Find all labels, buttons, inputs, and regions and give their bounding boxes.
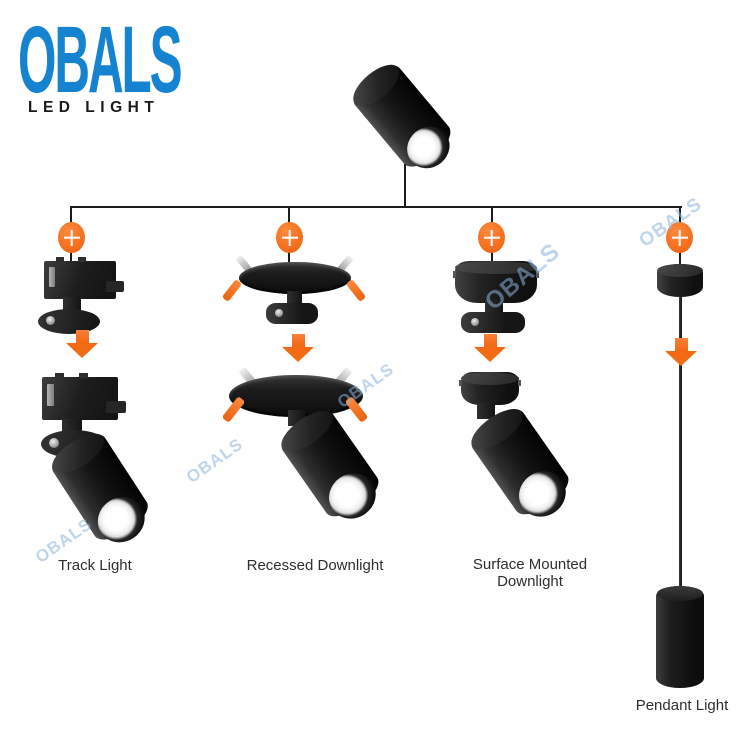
connector-trunk-line — [404, 164, 406, 208]
adapter-pin — [55, 373, 64, 378]
spring-clip-orange — [345, 278, 367, 303]
surface-downlight-label: Surface Mounted Downlight — [472, 556, 588, 591]
plus-icon — [666, 222, 693, 253]
brand-tagline: LED LIGHT — [28, 99, 160, 116]
adapter-pin — [78, 257, 86, 262]
surface-downlight-canopy — [459, 372, 521, 405]
ring-stem — [287, 291, 302, 305]
pendant-light-image — [656, 586, 704, 688]
recessed-ring-image — [239, 262, 351, 294]
obals-watermark: OBALS — [182, 434, 247, 487]
canopy-pin — [518, 380, 521, 386]
pendant-cable — [679, 296, 682, 588]
plus-icon — [478, 222, 505, 253]
recessed-downlight-label: Recessed Downlight — [246, 557, 384, 574]
canopy-pin — [459, 380, 462, 386]
surface-downlight-image — [464, 401, 576, 526]
track-light-label: Track Light — [58, 557, 132, 574]
pendant-canopy-image — [657, 264, 703, 297]
plus-icon — [276, 222, 303, 253]
down-arrow-icon — [66, 330, 98, 358]
plus-icon — [58, 222, 85, 253]
down-arrow-icon — [474, 334, 506, 362]
screw-detail — [275, 309, 283, 317]
spring-clip-orange — [221, 396, 246, 423]
adapter-pin — [79, 373, 88, 378]
adapter-slot — [49, 267, 55, 287]
brand-name: OBALS — [18, 7, 183, 113]
track-adapter-image — [44, 257, 124, 299]
adapter-pin — [56, 257, 64, 262]
down-arrow-icon — [665, 338, 697, 366]
canopy-pin — [536, 271, 539, 278]
canopy-stem — [485, 300, 503, 315]
connector-horizontal-line — [70, 206, 682, 208]
spotlight-module-image — [346, 57, 459, 177]
pendant-light-label: Pendant Light — [635, 697, 729, 714]
spring-clip-orange — [221, 278, 243, 303]
adapter-latch — [106, 281, 124, 292]
canopy-pin — [453, 271, 456, 278]
surface-canopy-image — [453, 261, 539, 303]
track-light-adapter — [42, 373, 126, 420]
adapter-latch — [106, 401, 126, 413]
screw-detail — [49, 438, 59, 448]
screw-detail — [471, 318, 479, 326]
ring-connector-box — [266, 303, 318, 324]
surface-downlight-stem — [477, 403, 495, 419]
down-arrow-icon — [282, 334, 314, 362]
adapter-base — [38, 309, 100, 334]
canopy-connector-box — [461, 312, 525, 333]
screw-detail — [46, 316, 55, 325]
adapter-slot — [47, 384, 54, 406]
